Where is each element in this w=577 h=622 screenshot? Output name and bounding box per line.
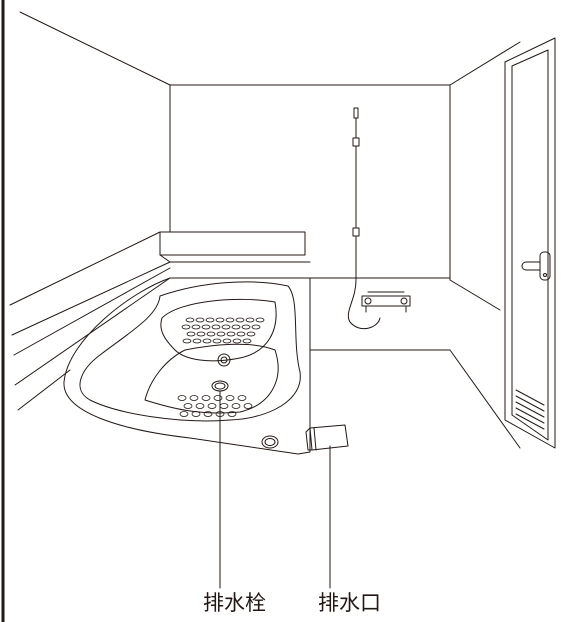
back-wall (20, 12, 520, 280)
bathtub-seat-dimples (182, 318, 264, 343)
label-drain-outlet: 排水口 (318, 590, 381, 616)
back-shelf (160, 232, 310, 262)
drain-plug-icon (212, 381, 228, 391)
bathroom-door (505, 38, 555, 448)
label-drain-plug: 排水栓 (203, 590, 266, 616)
drain-outlet-icon (306, 425, 348, 450)
bathtub (64, 278, 310, 454)
door-handle-icon (522, 252, 550, 280)
shower-faucet-icon (362, 292, 410, 312)
left-wall-ledges (10, 232, 170, 410)
floor-drain-button-icon (262, 436, 278, 448)
right-wall (310, 278, 520, 448)
